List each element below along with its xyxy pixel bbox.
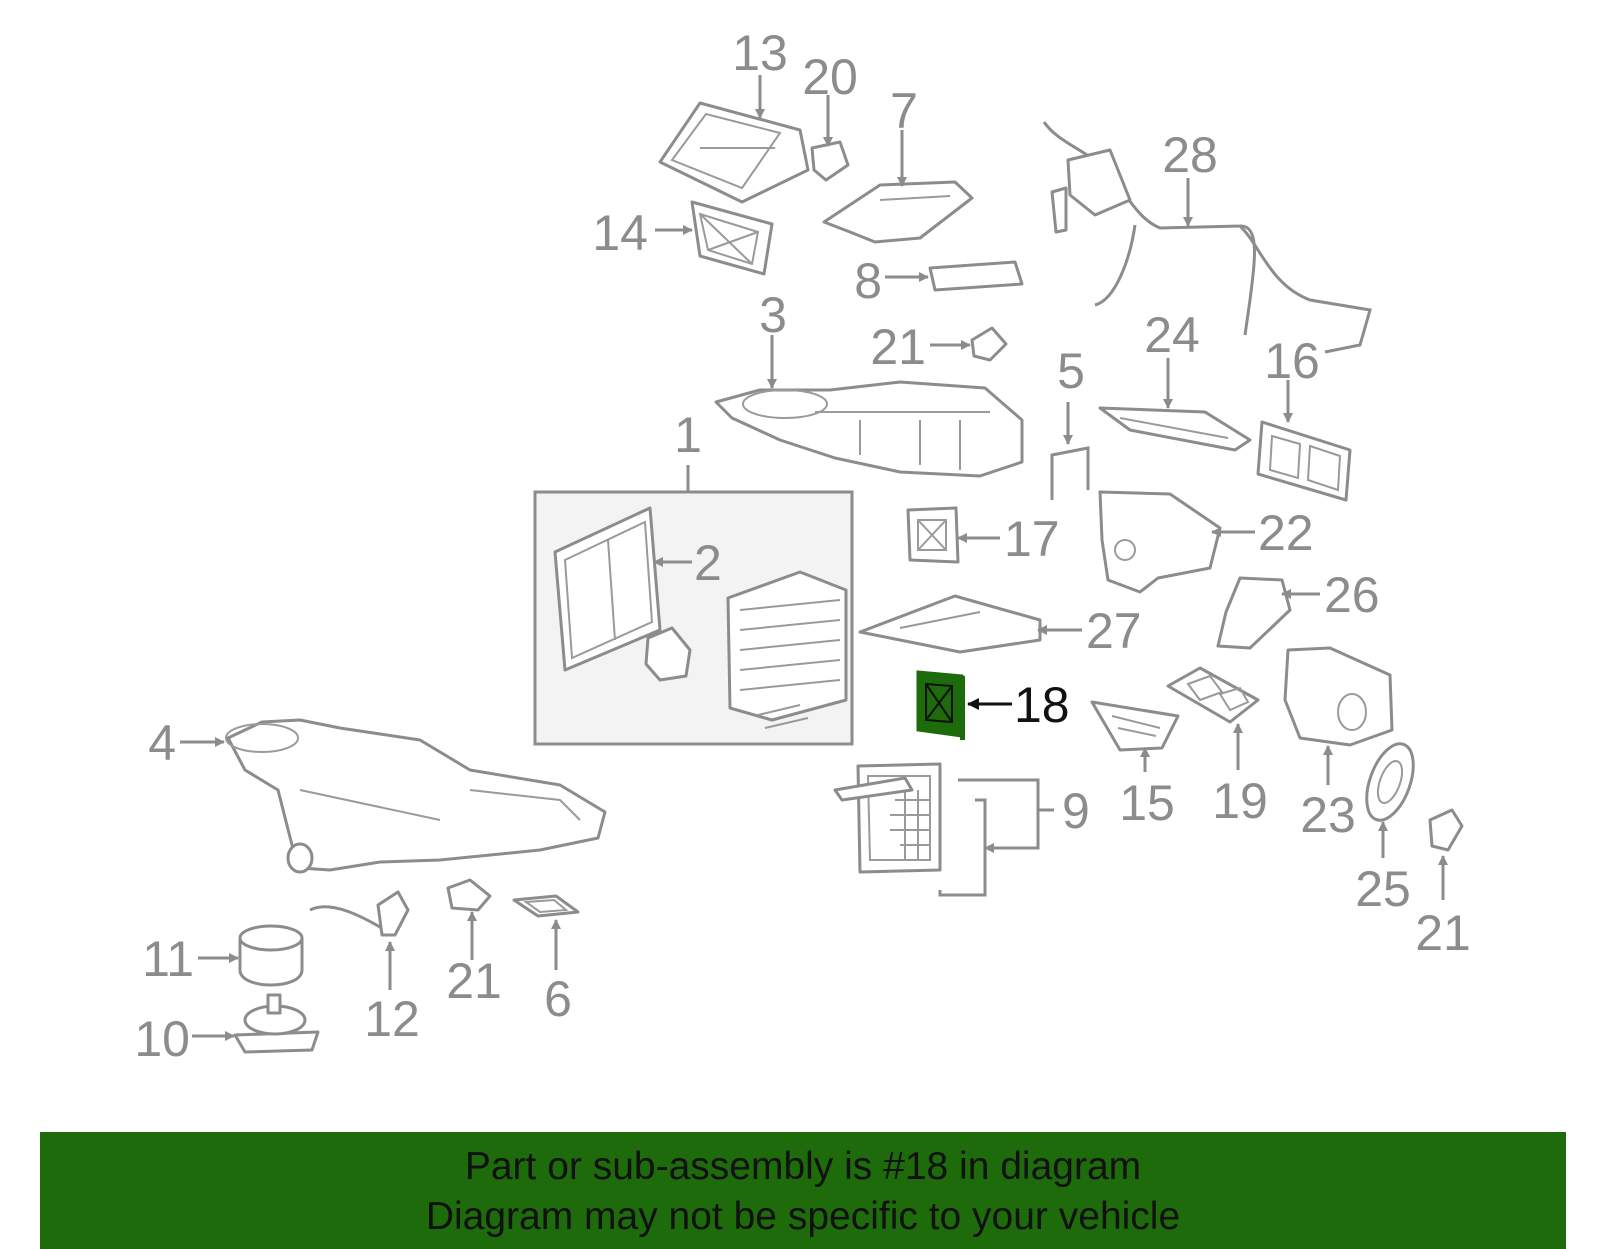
- callout-3: 3: [759, 287, 787, 343]
- callout-20: 20: [802, 49, 858, 105]
- callout-4: 4: [148, 715, 176, 771]
- part-10-motor[interactable]: [233, 993, 320, 1054]
- callout-19: 19: [1212, 773, 1268, 829]
- part-19-door[interactable]: [1166, 666, 1260, 724]
- part-15-door[interactable]: [1090, 700, 1180, 752]
- part-16-door[interactable]: [1256, 420, 1352, 502]
- part-21-actuator-top[interactable]: [970, 326, 1008, 362]
- part-25-motor[interactable]: [1358, 738, 1423, 827]
- callout-25: 25: [1355, 861, 1411, 917]
- part-21-actuator-right[interactable]: [1428, 808, 1464, 852]
- banner-line-1: Part or sub-assembly is #18 in diagram: [464, 1145, 1142, 1188]
- part-8-bracket[interactable]: [928, 260, 1024, 292]
- callout-11: 11: [142, 931, 194, 987]
- callout-1: 1: [674, 407, 702, 463]
- part-3-housing[interactable]: [714, 380, 1024, 478]
- banner-line-2: Diagram may not be specific to your vehi…: [425, 1195, 1181, 1238]
- callout-27: 27: [1086, 603, 1142, 659]
- callout-8: 8: [854, 253, 882, 309]
- callout-12: 12: [364, 991, 420, 1047]
- callout-6: 6: [544, 971, 572, 1027]
- callout-10: 10: [134, 1011, 190, 1067]
- part-27-duct[interactable]: [858, 594, 1042, 654]
- callout-21-bottom: 21: [446, 953, 502, 1009]
- callout-21-right: 21: [1415, 905, 1471, 961]
- part-28-harness[interactable]: [1042, 121, 1372, 354]
- part-6-seal[interactable]: [512, 894, 580, 918]
- part-2-filter[interactable]: [553, 506, 662, 672]
- part-23-housing[interactable]: [1283, 646, 1394, 747]
- callout-23: 23: [1300, 787, 1356, 843]
- callout-7: 7: [890, 83, 918, 139]
- callout-22: 22: [1258, 505, 1314, 561]
- callout-14: 14: [592, 205, 648, 261]
- parts-diagram: 13 20 7 14 8 28 3 21 5 24 16 1 17 22 2 2…: [134, 25, 1470, 1067]
- callout-18: 18: [1014, 677, 1070, 733]
- part-11-blower-wheel[interactable]: [238, 924, 304, 987]
- part-4-lower-case[interactable]: [225, 718, 607, 874]
- callout-2: 2: [694, 535, 722, 591]
- part-12-sensor[interactable]: [309, 890, 410, 937]
- part-26-bracket[interactable]: [1216, 576, 1292, 650]
- part-7-duct[interactable]: [822, 180, 974, 244]
- part-22-housing[interactable]: [1098, 490, 1222, 594]
- callout-24: 24: [1144, 307, 1200, 363]
- part-20-actuator[interactable]: [810, 140, 850, 182]
- part-9-heater-core[interactable]: [833, 762, 987, 897]
- callout-13: 13: [732, 25, 788, 81]
- callout-17: 17: [1004, 511, 1060, 567]
- part-1-evaporator[interactable]: [644, 570, 848, 729]
- info-banner: Part or sub-assembly is #18 in diagram D…: [40, 1132, 1566, 1249]
- callout-26: 26: [1324, 567, 1380, 623]
- callout-5: 5: [1057, 343, 1085, 399]
- callout-15: 15: [1119, 775, 1175, 831]
- callout-21-top: 21: [870, 319, 926, 375]
- part-13-case[interactable]: [658, 101, 810, 204]
- part-5-tube[interactable]: [1050, 446, 1090, 500]
- part-18-highlighted[interactable]: [916, 670, 965, 740]
- callout-28: 28: [1162, 127, 1218, 183]
- callout-16: 16: [1264, 333, 1320, 389]
- part-21-actuator-bottom[interactable]: [446, 878, 492, 912]
- part-17-door[interactable]: [906, 506, 960, 564]
- callout-9: 9: [1062, 783, 1090, 839]
- callout-labels: 13 20 7 14 8 28 3 21 5 24 16 1 17 22 2 2…: [134, 25, 1470, 1067]
- part-14-door[interactable]: [690, 200, 774, 276]
- leader-lines: [180, 75, 1448, 1041]
- part-24-door[interactable]: [1098, 406, 1252, 452]
